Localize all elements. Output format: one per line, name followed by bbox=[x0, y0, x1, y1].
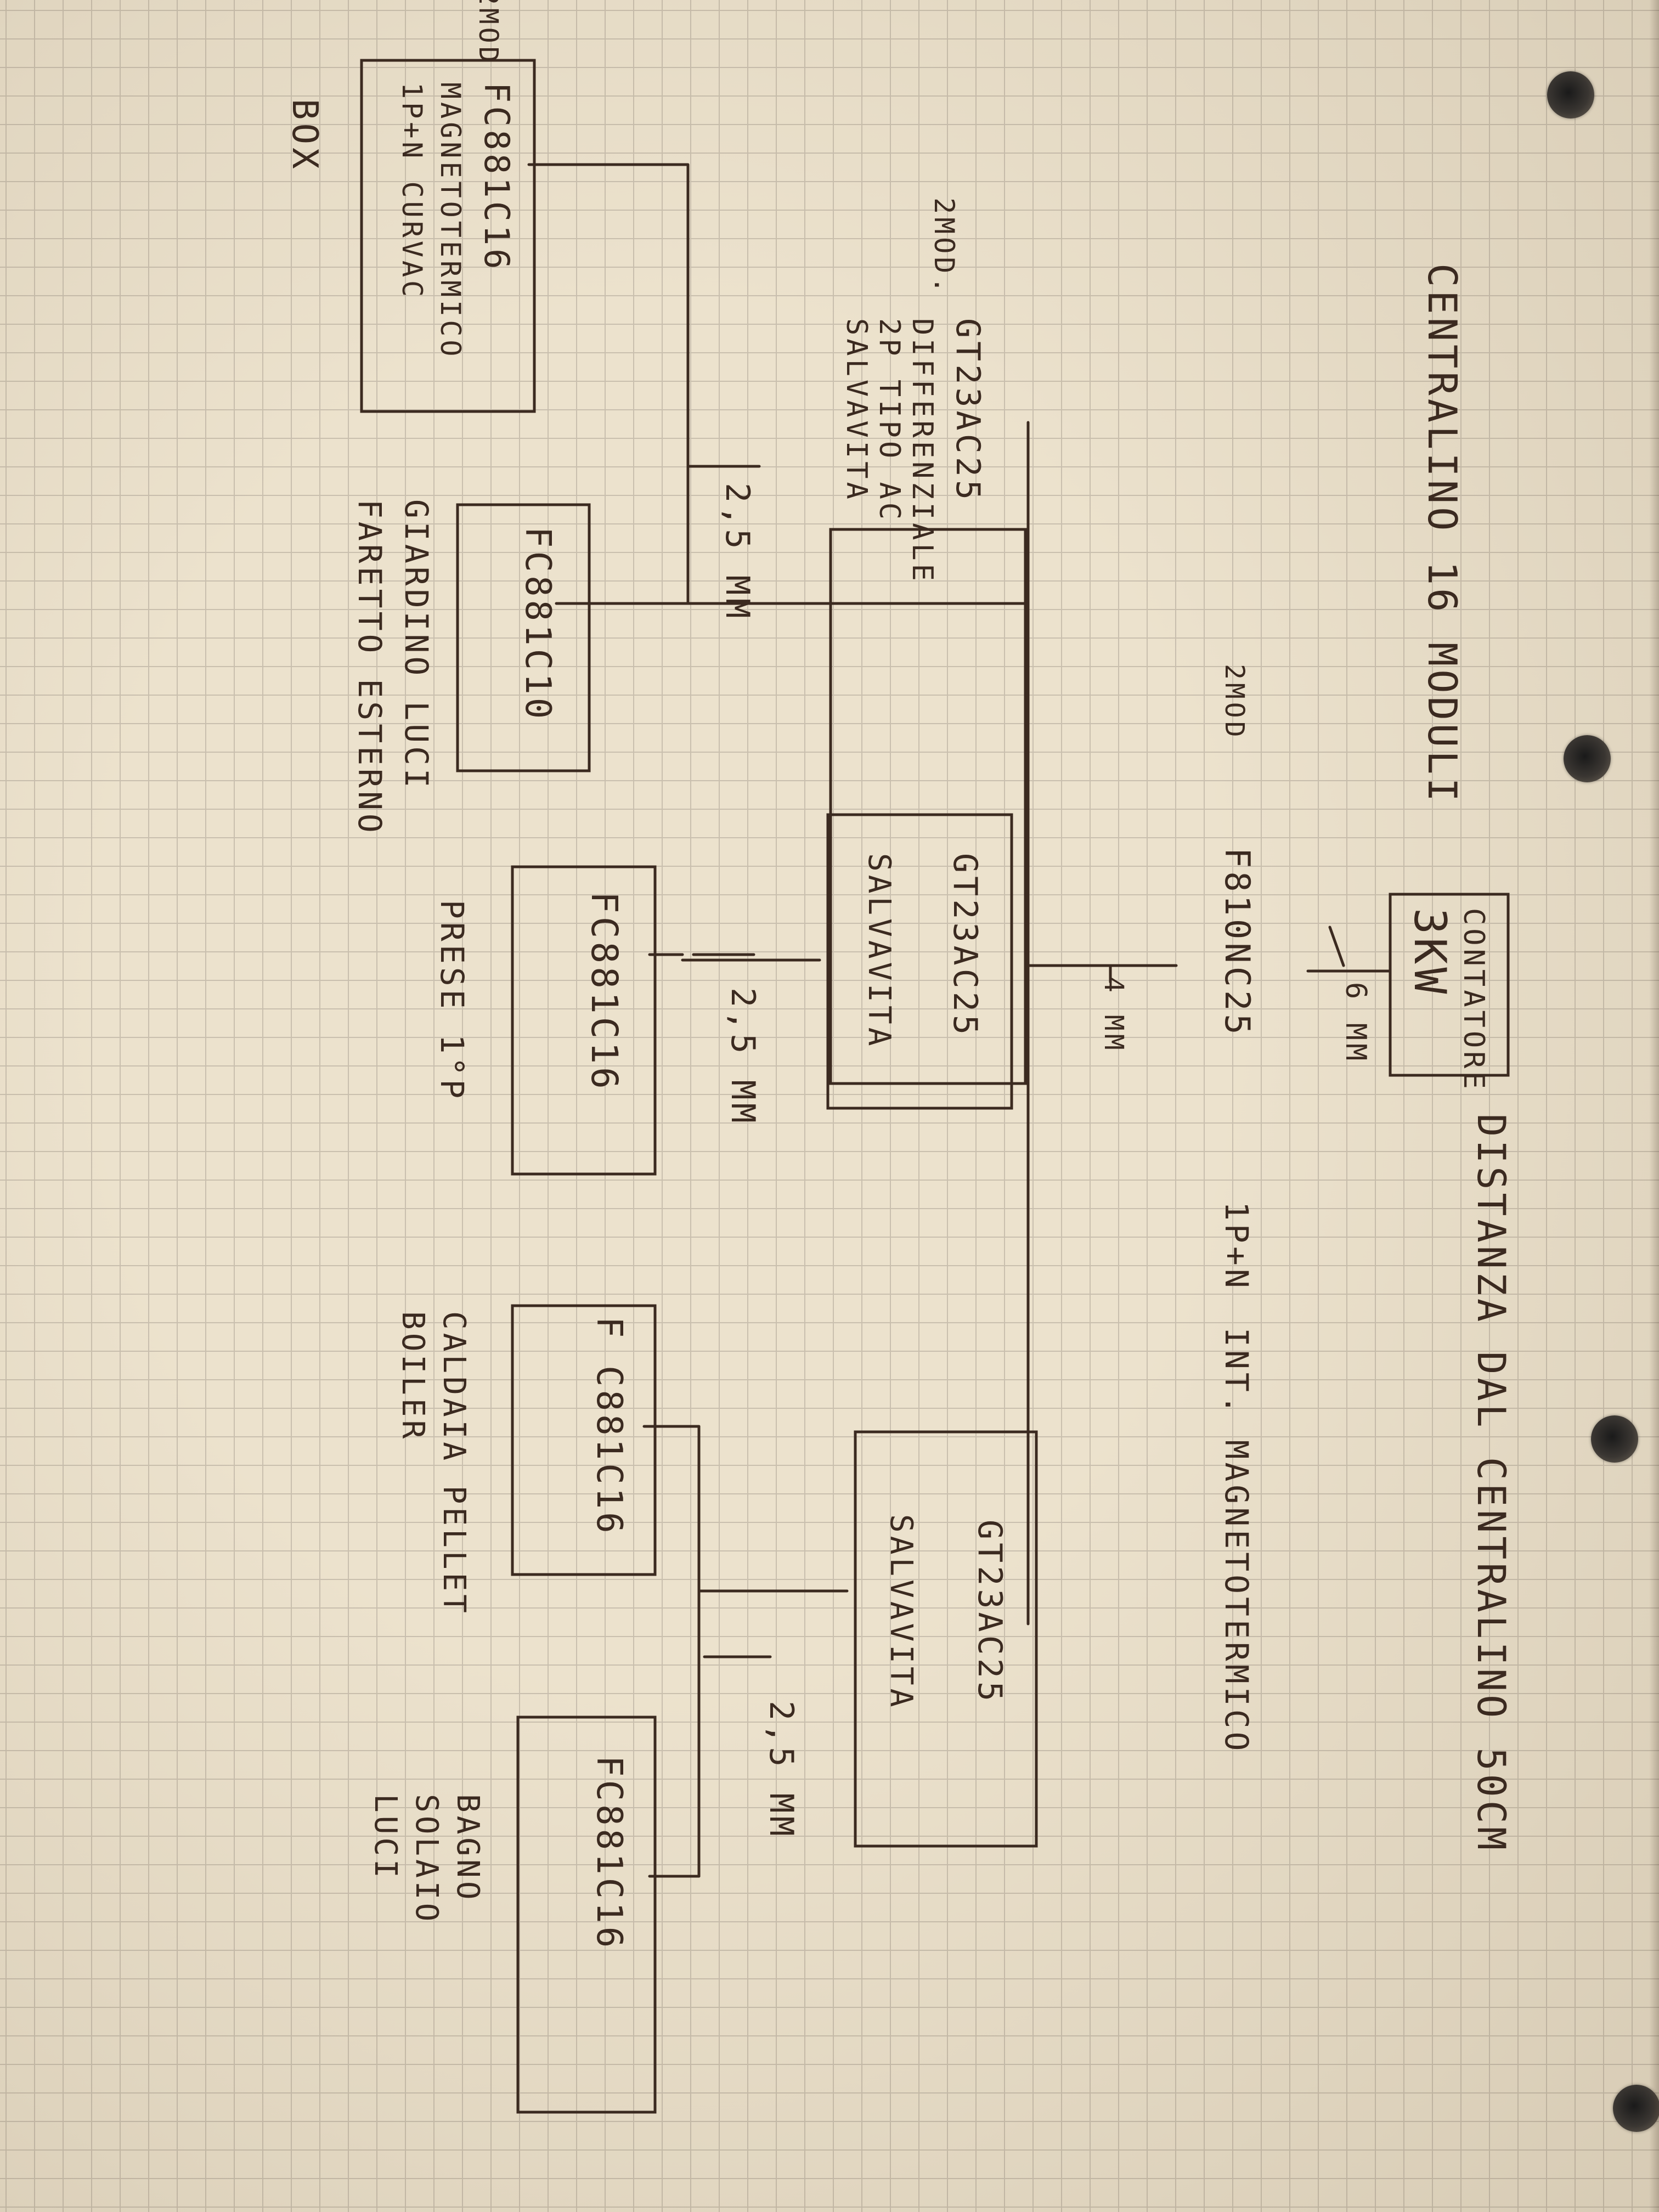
rcd-1-line-1: DIFFERENZIALE bbox=[906, 318, 939, 584]
breaker-bath-load-1: BAGNO bbox=[450, 1794, 486, 1903]
rcd-1-line-3: SALVAVITA bbox=[840, 318, 873, 503]
meter-cable-label: 6 MM bbox=[1339, 982, 1372, 1064]
main-breaker-model: F810NC25 bbox=[1217, 848, 1257, 1038]
meter-power: 3KW bbox=[1404, 908, 1455, 997]
rcd-3-cable-label: 2,5 MM bbox=[762, 1701, 800, 1839]
breaker-bath-load-3: LUCI bbox=[368, 1794, 403, 1881]
breaker-bath-box bbox=[516, 1716, 657, 2114]
main-cable-label: 4 MM bbox=[1098, 977, 1129, 1053]
rcd-1-modules: 2MOD. bbox=[928, 198, 960, 297]
wiring-lines bbox=[527, 163, 1392, 1878]
binder-hole bbox=[1613, 2085, 1659, 2132]
breaker-garden-box bbox=[456, 503, 591, 772]
breaker-bath-model: FC881C16 bbox=[589, 1756, 629, 1951]
breaker-box-load: BOX bbox=[284, 99, 325, 172]
breaker-box-box bbox=[360, 59, 536, 413]
rcd-1-line-2: 2P TIPO AC bbox=[873, 318, 906, 523]
breaker-sockets-model: FC881C16 bbox=[583, 891, 625, 1092]
rcd-1-cable-label: 2,5 MM bbox=[718, 483, 757, 622]
breaker-sockets-load: PRESE 1°P bbox=[433, 900, 471, 1102]
breaker-garden-load-1: GIARDINO LUCI bbox=[398, 499, 435, 791]
distance-note: DISTANZA DAL CENTRALINO 50CM bbox=[1469, 1114, 1514, 1853]
rcd-2-cable-label: 2,5 MM bbox=[724, 988, 762, 1126]
page-title: CENTRALINO 16 MODULI bbox=[1419, 263, 1465, 805]
main-breaker-type: INT. MAGNETOTERMICO bbox=[1218, 1328, 1255, 1754]
rcd-2-model: GT23AC25 bbox=[946, 853, 984, 1038]
rcd-3-line-1: SALVAVITA bbox=[883, 1514, 919, 1710]
main-breaker-poles: 1P+N bbox=[1218, 1201, 1255, 1291]
binder-hole bbox=[1591, 1415, 1638, 1463]
breaker-sockets-box bbox=[511, 865, 657, 1176]
breaker-boiler-box bbox=[511, 1304, 657, 1576]
rcd-3-model: GT23AC25 bbox=[970, 1520, 1009, 1705]
breaker-bath-load-2: SOLAIO bbox=[409, 1794, 444, 1925]
breaker-garden-model: FC881C10 bbox=[517, 527, 558, 722]
breaker-garden-load-2: FARETTO ESTERNO bbox=[351, 499, 388, 836]
paper-edge-shadow bbox=[1649, 0, 1659, 2212]
rcd-1-box bbox=[829, 528, 1027, 1085]
main-breaker-modules: 2MOD bbox=[1219, 664, 1250, 741]
meter-box bbox=[1389, 893, 1510, 1077]
rcd-1-model: GT23AC25 bbox=[949, 318, 987, 503]
binder-hole bbox=[1547, 71, 1594, 119]
meter-label: CONTATORE bbox=[1457, 908, 1490, 1092]
rcd-2-box bbox=[826, 813, 1013, 1110]
breaker-boiler-model: F C881C16 bbox=[589, 1317, 629, 1537]
breaker-box-modules: 2MOD bbox=[473, 0, 504, 66]
binder-hole bbox=[1564, 735, 1611, 782]
rcd-2-line-1: SALVAVITA bbox=[861, 853, 897, 1049]
breaker-box-model: FC881C16 bbox=[477, 82, 517, 273]
rcd-3-box bbox=[854, 1430, 1038, 1848]
breaker-boiler-load-2: BOILER bbox=[395, 1311, 431, 1442]
breaker-boiler-load-1: CALDAIA PELLET bbox=[436, 1311, 472, 1616]
breaker-box-line-2: 1P+N CURVAC bbox=[396, 82, 428, 300]
breaker-box-line-1: MAGNETOTERMICO bbox=[435, 82, 466, 359]
